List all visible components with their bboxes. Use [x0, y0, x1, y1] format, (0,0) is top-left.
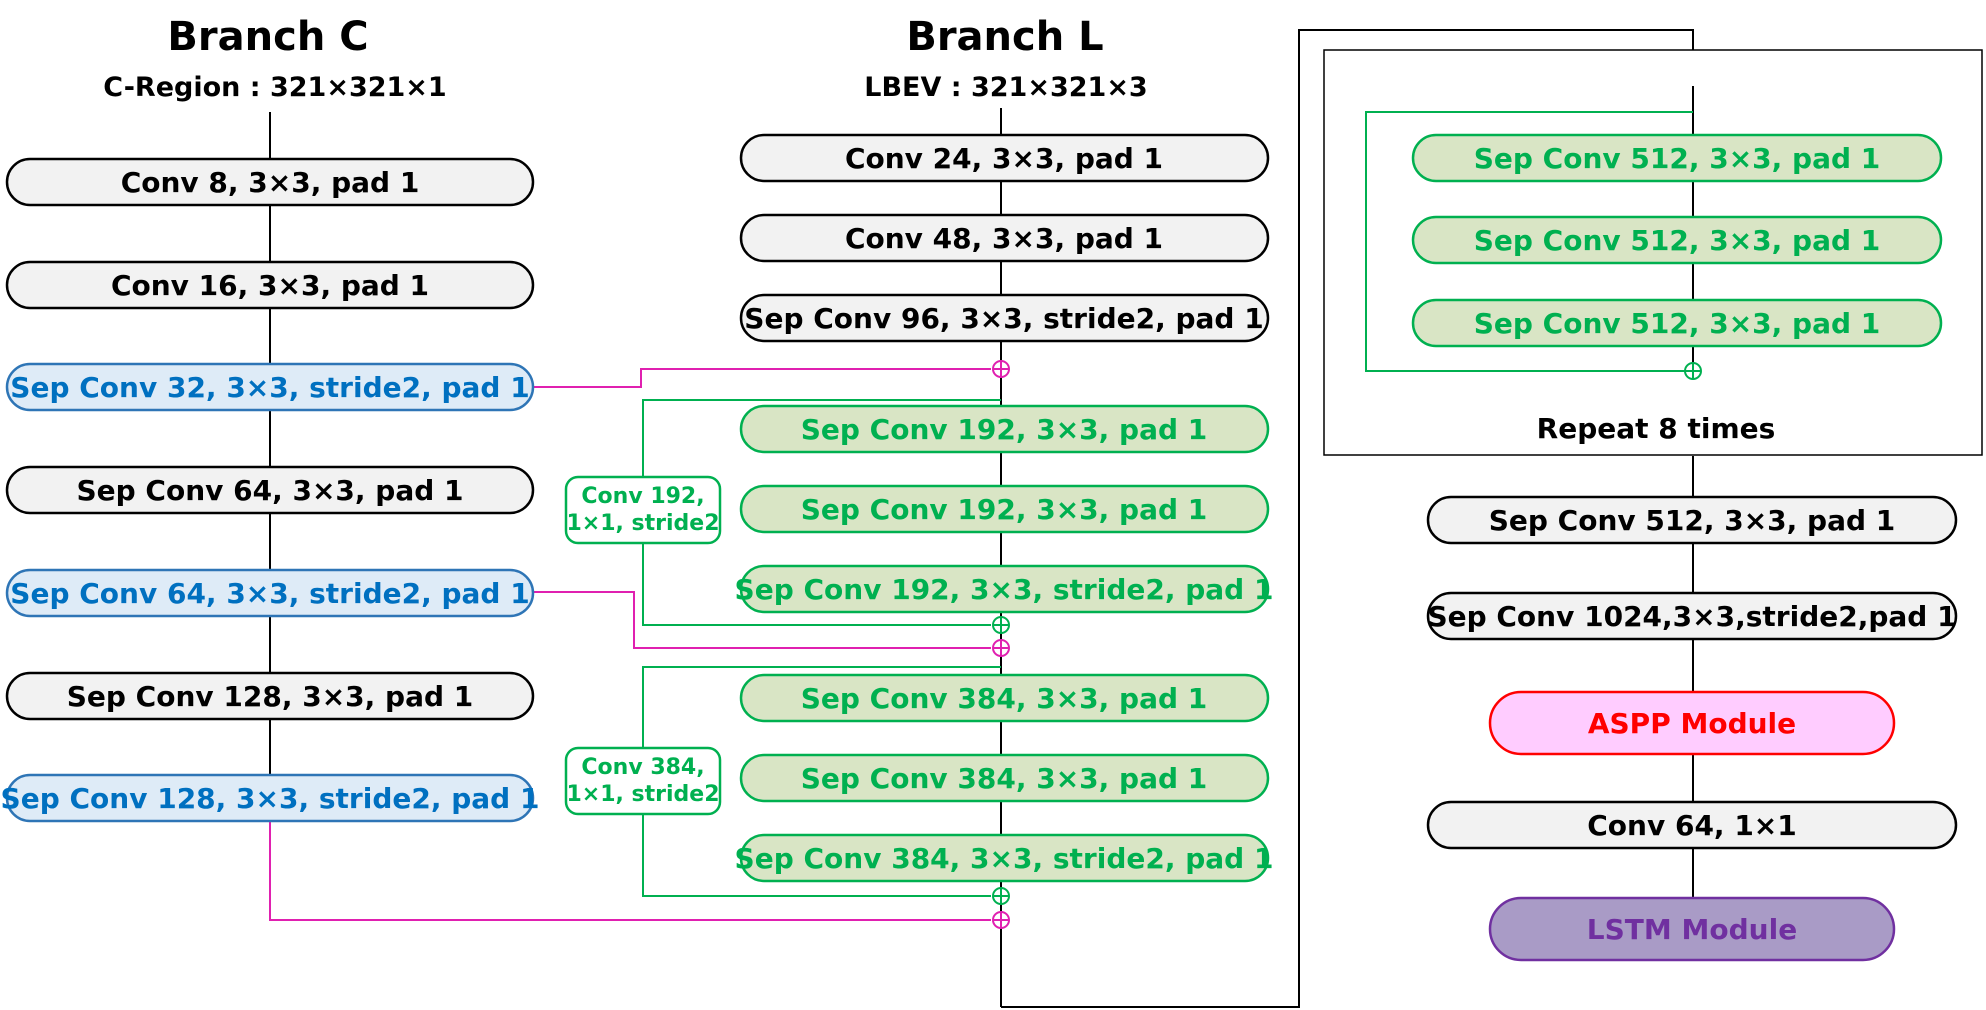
layer-box-green: Sep Conv 512, 3×3, pad 1	[1411, 133, 1943, 183]
layer-box-downsample: Sep Conv 64, 3×3, stride2, pad 1	[5, 568, 535, 618]
layer-label: Sep Conv 384, 3×3, pad 1	[801, 762, 1208, 795]
repeat-skip-line	[1365, 111, 1693, 372]
add-node-magenta-3	[992, 911, 1010, 929]
skip-conv-line1: Conv 192,	[581, 484, 704, 509]
branch-c-input-label: C-Region : 321×321×1	[103, 72, 446, 103]
layer-label: Conv 24, 3×3, pad 1	[845, 142, 1163, 175]
layer-box-downsample: Sep Conv 128, 3×3, stride2, pad 1	[1, 773, 540, 823]
add-node-magenta-1	[992, 360, 1010, 378]
layer-box: Sep Conv 512, 3×3, pad 1	[1426, 495, 1958, 545]
cross-connection-2	[533, 591, 991, 649]
layer-label: Sep Conv 1024,3×3,stride2,pad 1	[1427, 600, 1956, 633]
layer-box-green: Sep Conv 512, 3×3, pad 1	[1411, 298, 1943, 348]
layer-label: Sep Conv 32, 3×3, stride2, pad 1	[10, 371, 529, 404]
add-node-repeat	[1684, 362, 1702, 380]
layer-label: Conv 16, 3×3, pad 1	[111, 269, 429, 302]
branch-l-input-label: LBEV : 321×321×3	[864, 72, 1147, 103]
layer-label: Sep Conv 384, 3×3, stride2, pad 1	[735, 842, 1274, 875]
layer-label: Sep Conv 512, 3×3, pad 1	[1474, 224, 1881, 257]
layer-box: Sep Conv 64, 3×3, pad 1	[5, 465, 535, 515]
layer-label: Sep Conv 192, 3×3, stride2, pad 1	[735, 573, 1274, 606]
repeat-frame	[1323, 49, 1983, 456]
layer-box: Sep Conv 96, 3×3, stride2, pad 1	[739, 293, 1270, 343]
layer-box-green: Sep Conv 384, 3×3, stride2, pad 1	[735, 833, 1274, 883]
lstm-module-label: LSTM Module	[1587, 913, 1797, 946]
layer-label: Sep Conv 128, 3×3, pad 1	[67, 680, 474, 713]
repeat-label: Repeat 8 times	[1537, 412, 1776, 445]
layer-label: Sep Conv 96, 3×3, stride2, pad 1	[744, 302, 1263, 335]
skip-conv-box-384: Conv 384, 1×1, stride2	[564, 746, 722, 816]
layer-box: Conv 16, 3×3, pad 1	[5, 260, 535, 310]
add-node-green-2	[992, 887, 1010, 905]
layer-box: Conv 24, 3×3, pad 1	[739, 133, 1270, 183]
branch-l-to-middle-line	[1001, 29, 1694, 1008]
branch-l-title: Branch L	[906, 14, 1103, 60]
layer-label: Conv 64, 1×1	[1587, 809, 1797, 842]
layer-label: Sep Conv 512, 3×3, pad 1	[1474, 142, 1881, 175]
branch-c-title: Branch C	[167, 14, 368, 60]
lstm-module-box: LSTM Module	[1488, 896, 1896, 962]
add-node-green-1	[992, 616, 1010, 634]
layer-label: Sep Conv 512, 3×3, pad 1	[1489, 504, 1896, 537]
layer-label: Sep Conv 192, 3×3, pad 1	[801, 413, 1208, 446]
layer-label: Sep Conv 128, 3×3, stride2, pad 1	[1, 782, 540, 815]
skip-conv-box-192: Conv 192, 1×1, stride2	[564, 475, 722, 545]
aspp-module-box: ASPP Module	[1488, 690, 1896, 756]
skip-conv-line2: 1×1, stride2	[566, 511, 719, 536]
aspp-module-label: ASPP Module	[1588, 707, 1796, 740]
branch-l-layers: Conv 24, 3×3, pad 1 Conv 48, 3×3, pad 1 …	[735, 133, 1274, 883]
add-node-magenta-2	[992, 639, 1010, 657]
layer-label: Sep Conv 512, 3×3, pad 1	[1474, 307, 1881, 340]
branch-c-layers: Conv 8, 3×3, pad 1 Conv 16, 3×3, pad 1 S…	[1, 157, 540, 823]
layer-label: Sep Conv 64, 3×3, stride2, pad 1	[10, 577, 529, 610]
cross-connection-1	[533, 368, 991, 388]
layer-box: Sep Conv 128, 3×3, pad 1	[5, 671, 535, 721]
layer-label: Conv 48, 3×3, pad 1	[845, 222, 1163, 255]
layer-box-green: Sep Conv 192, 3×3, pad 1	[739, 484, 1270, 534]
layer-box: Conv 8, 3×3, pad 1	[5, 157, 535, 207]
add-nodes	[992, 360, 1702, 929]
layer-box-green: Sep Conv 384, 3×3, pad 1	[739, 753, 1270, 803]
skip-conv-line1: Conv 384,	[581, 755, 704, 780]
layer-box-green: Sep Conv 192, 3×3, pad 1	[739, 404, 1270, 454]
layer-box: Conv 48, 3×3, pad 1	[739, 213, 1270, 263]
layer-box-green: Sep Conv 192, 3×3, stride2, pad 1	[735, 564, 1274, 614]
skip-conv-boxes: Conv 192, 1×1, stride2 Conv 384, 1×1, st…	[564, 475, 722, 816]
layer-box-green: Sep Conv 384, 3×3, pad 1	[739, 673, 1270, 723]
layer-label: Sep Conv 64, 3×3, pad 1	[76, 474, 463, 507]
exit-layers: Sep Conv 512, 3×3, pad 1 Sep Conv 1024,3…	[1426, 495, 1958, 962]
layer-box-downsample: Sep Conv 32, 3×3, stride2, pad 1	[5, 362, 535, 412]
layer-label: Sep Conv 192, 3×3, pad 1	[801, 493, 1208, 526]
layer-label: Sep Conv 384, 3×3, pad 1	[801, 682, 1208, 715]
cross-connection-3	[269, 778, 991, 921]
skip-conv-line2: 1×1, stride2	[566, 782, 719, 807]
layer-box-green: Sep Conv 512, 3×3, pad 1	[1411, 215, 1943, 265]
layer-box: Conv 64, 1×1	[1426, 800, 1958, 850]
layer-label: Conv 8, 3×3, pad 1	[121, 166, 420, 199]
layer-box: Sep Conv 1024,3×3,stride2,pad 1	[1426, 591, 1958, 641]
repeat-layers: Sep Conv 512, 3×3, pad 1 Sep Conv 512, 3…	[1411, 133, 1943, 348]
